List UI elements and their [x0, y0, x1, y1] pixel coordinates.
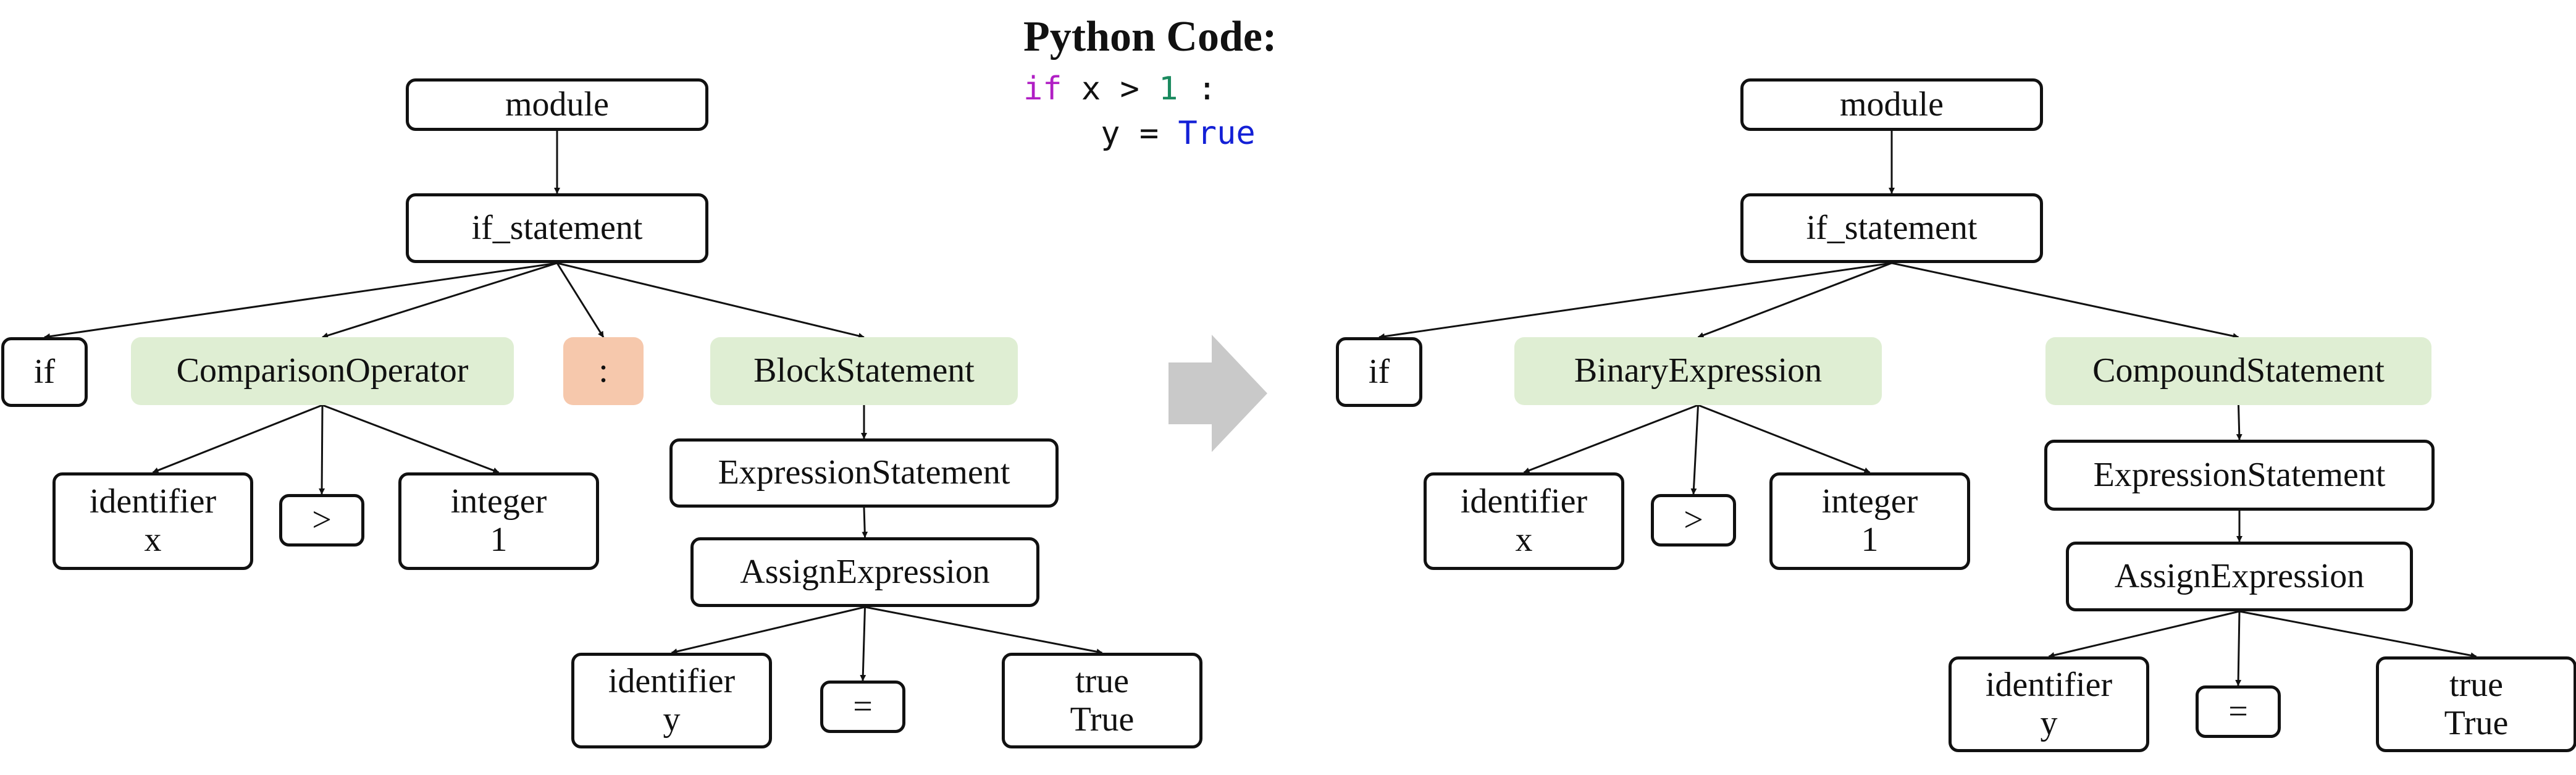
- node-type: true: [1075, 661, 1130, 700]
- code-number: 1: [1159, 70, 1178, 107]
- node-value: True: [2444, 703, 2509, 742]
- node-label: =: [2228, 692, 2248, 731]
- node-label: if: [1368, 352, 1390, 391]
- code-text: y =: [1023, 115, 1178, 152]
- node-type: identifier: [89, 482, 217, 521]
- code-panel-title: Python Code:: [1023, 13, 1277, 61]
- node-type: identifier: [1985, 665, 2113, 704]
- right-if-keyword-node: if: [1336, 337, 1422, 407]
- tree-edge: [1697, 404, 1871, 474]
- node-label: if_statement: [1806, 208, 1978, 247]
- node-value: x: [144, 521, 162, 559]
- tree-edge: [860, 606, 866, 681]
- node-label: >: [312, 500, 332, 539]
- tree-edge: [1523, 404, 1699, 474]
- left-block-statement-node: BlockStatement: [710, 337, 1018, 405]
- python-code: if x > 1 : y = True: [1023, 67, 1256, 156]
- node-type: integer: [1821, 482, 1918, 521]
- node-label: AssignExpression: [740, 552, 990, 591]
- left-if-keyword-node: if: [1, 337, 88, 407]
- node-label: BinaryExpression: [1574, 351, 1823, 390]
- node-type: integer: [450, 482, 547, 521]
- tree-edge: [556, 262, 605, 338]
- node-label: ComparisonOperator: [176, 351, 469, 390]
- tree-edge: [556, 262, 865, 339]
- node-value: True: [1070, 700, 1135, 739]
- left-comparison-operator-node: ComparisonOperator: [131, 337, 514, 405]
- node-type: true: [2449, 665, 2504, 704]
- tree-edge: [1378, 262, 1892, 340]
- code-keyword: if: [1023, 70, 1062, 107]
- right-compound-statement-node: CompoundStatement: [2045, 337, 2431, 405]
- node-label: BlockStatement: [753, 351, 975, 390]
- code-line-1: if x > 1 :: [1023, 67, 1256, 111]
- tree-edge: [2235, 611, 2242, 686]
- code-text: :: [1178, 70, 1217, 107]
- node-label: CompoundStatement: [2092, 351, 2385, 390]
- node-type: identifier: [1460, 482, 1588, 521]
- node-label: if_statement: [471, 208, 643, 247]
- tree-edge: [152, 404, 323, 474]
- tree-edge: [2048, 610, 2240, 658]
- node-value: y: [663, 700, 681, 739]
- node-value: 1: [490, 521, 508, 559]
- code-line-2: y = True: [1023, 111, 1256, 156]
- left-assign-expression-node: AssignExpression: [690, 537, 1039, 607]
- right-greater-than-node: >: [1651, 494, 1736, 547]
- right-binary-expression-node: BinaryExpression: [1514, 337, 1882, 405]
- right-if-statement-node: if_statement: [1740, 193, 2043, 263]
- node-label: ExpressionStatement: [2093, 455, 2386, 494]
- node-value: x: [1515, 521, 1533, 559]
- tree-edge: [44, 262, 558, 340]
- right-arrow-icon: [1168, 335, 1267, 452]
- tree-edge: [865, 606, 1103, 655]
- node-label: :: [598, 351, 608, 390]
- left-colon-node: :: [563, 337, 644, 405]
- tree-edge: [1891, 262, 2239, 340]
- left-equals-node: =: [820, 681, 905, 733]
- tree-edge: [671, 606, 865, 655]
- code-text: x >: [1062, 70, 1159, 107]
- node-label: module: [1840, 85, 1944, 124]
- left-module-node: module: [406, 78, 708, 131]
- left-if-statement-node: if_statement: [406, 193, 708, 263]
- tree-edge: [1697, 262, 1892, 338]
- code-boolean: True: [1178, 115, 1256, 152]
- node-label: =: [853, 687, 873, 726]
- right-expression-statement-node: ExpressionStatement: [2044, 440, 2435, 511]
- node-type: identifier: [608, 661, 736, 700]
- node-label: module: [505, 85, 609, 124]
- node-label: ExpressionStatement: [718, 453, 1010, 492]
- node-label: AssignExpression: [2114, 556, 2365, 595]
- node-value: y: [2040, 703, 2058, 742]
- right-assign-expression-node: AssignExpression: [2066, 542, 2413, 611]
- node-label: if: [33, 352, 56, 391]
- tree-edge: [322, 404, 500, 474]
- tree-edge: [862, 507, 868, 538]
- tree-edge: [2239, 610, 2477, 659]
- left-greater-than-node: >: [279, 494, 364, 547]
- left-expression-statement-node: ExpressionStatement: [669, 438, 1059, 508]
- tree-edge: [2236, 404, 2242, 440]
- tree-edge: [322, 262, 558, 339]
- tree-edge: [1690, 404, 1699, 495]
- node-label: >: [1684, 500, 1703, 539]
- node-value: 1: [1861, 521, 1879, 559]
- right-equals-node: =: [2196, 685, 2281, 738]
- right-module-node: module: [1740, 78, 2043, 131]
